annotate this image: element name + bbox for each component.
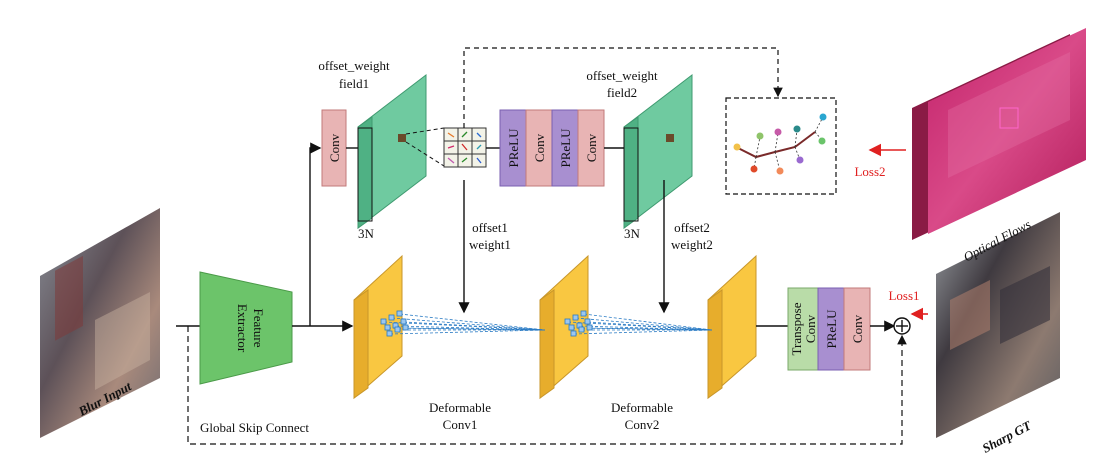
- deform-sampling-lines: [383, 313, 713, 335]
- offset-field-2: [623, 73, 693, 230]
- sum-node: [893, 317, 911, 335]
- top-dashed-connection: [463, 47, 783, 128]
- deform-sampling-points: [380, 310, 593, 337]
- prelu-block-2: [551, 109, 579, 187]
- field1-title-2: field1: [339, 76, 369, 91]
- deform1-label-1: Deformable: [429, 400, 491, 415]
- feature-map-2: [539, 254, 589, 400]
- feature-extractor-label-1: Feature: [251, 309, 266, 348]
- zoom-line-bottom: [405, 141, 445, 167]
- prelu-block-3-label: PReLU: [824, 309, 839, 349]
- offset2-label-1: offset2: [674, 220, 710, 235]
- kernel-offset-grid: [443, 127, 487, 168]
- feature-extractor-label-2: Extractor: [235, 304, 250, 353]
- offset1-label-1: offset1: [472, 220, 508, 235]
- prelu-block-1: [499, 109, 527, 187]
- field2-3n-label: 3N: [624, 226, 641, 241]
- transpose-label-1: Transpose: [789, 302, 804, 355]
- conv-block-1-label: Conv: [327, 133, 342, 162]
- global-skip-label: Global Skip Connect: [200, 420, 309, 435]
- loss1-label: Loss1: [888, 288, 919, 303]
- deform1-label-2: Conv1: [443, 417, 478, 432]
- global-skip-line: [187, 326, 907, 445]
- field1-title-1: offset_weight: [318, 58, 390, 73]
- offset1-label-2: weight1: [469, 237, 511, 252]
- prelu-block-2-label: PReLU: [558, 128, 573, 168]
- feature-map-1: [353, 254, 403, 400]
- offset-field-1: [357, 73, 427, 230]
- prelu-block-1-label: PReLU: [506, 128, 521, 168]
- offset-visualization-box: [725, 97, 837, 195]
- loss2-label: Loss2: [854, 164, 885, 179]
- deform2-label-2: Conv2: [625, 417, 660, 432]
- transpose-conv-block: [787, 287, 819, 371]
- conv-block-4: [843, 287, 871, 371]
- feature-map-3: [707, 254, 757, 400]
- conv-block-1: [321, 109, 347, 187]
- field2-title-2: field2: [607, 85, 637, 100]
- deform2-label-1: Deformable: [611, 400, 673, 415]
- field2-title-1: offset_weight: [586, 68, 658, 83]
- conv-block-4-label: Conv: [850, 314, 865, 343]
- conv-stack: [499, 109, 605, 187]
- blur-input-image: [40, 208, 160, 438]
- sharp-gt-label: Sharp GT: [980, 417, 1035, 456]
- fe-to-conv-arrow: [309, 142, 322, 326]
- field1-3n-label: 3N: [358, 226, 375, 241]
- sharp-gt-image: [936, 212, 1060, 438]
- transpose-label-2: Conv: [803, 314, 818, 343]
- optical-flows-image: [912, 28, 1086, 240]
- feature-extractor-block: [199, 271, 293, 385]
- offset2-label-2: weight2: [671, 237, 713, 252]
- conv-block-3-label: Conv: [584, 133, 599, 162]
- conv-block-2-label: Conv: [532, 133, 547, 162]
